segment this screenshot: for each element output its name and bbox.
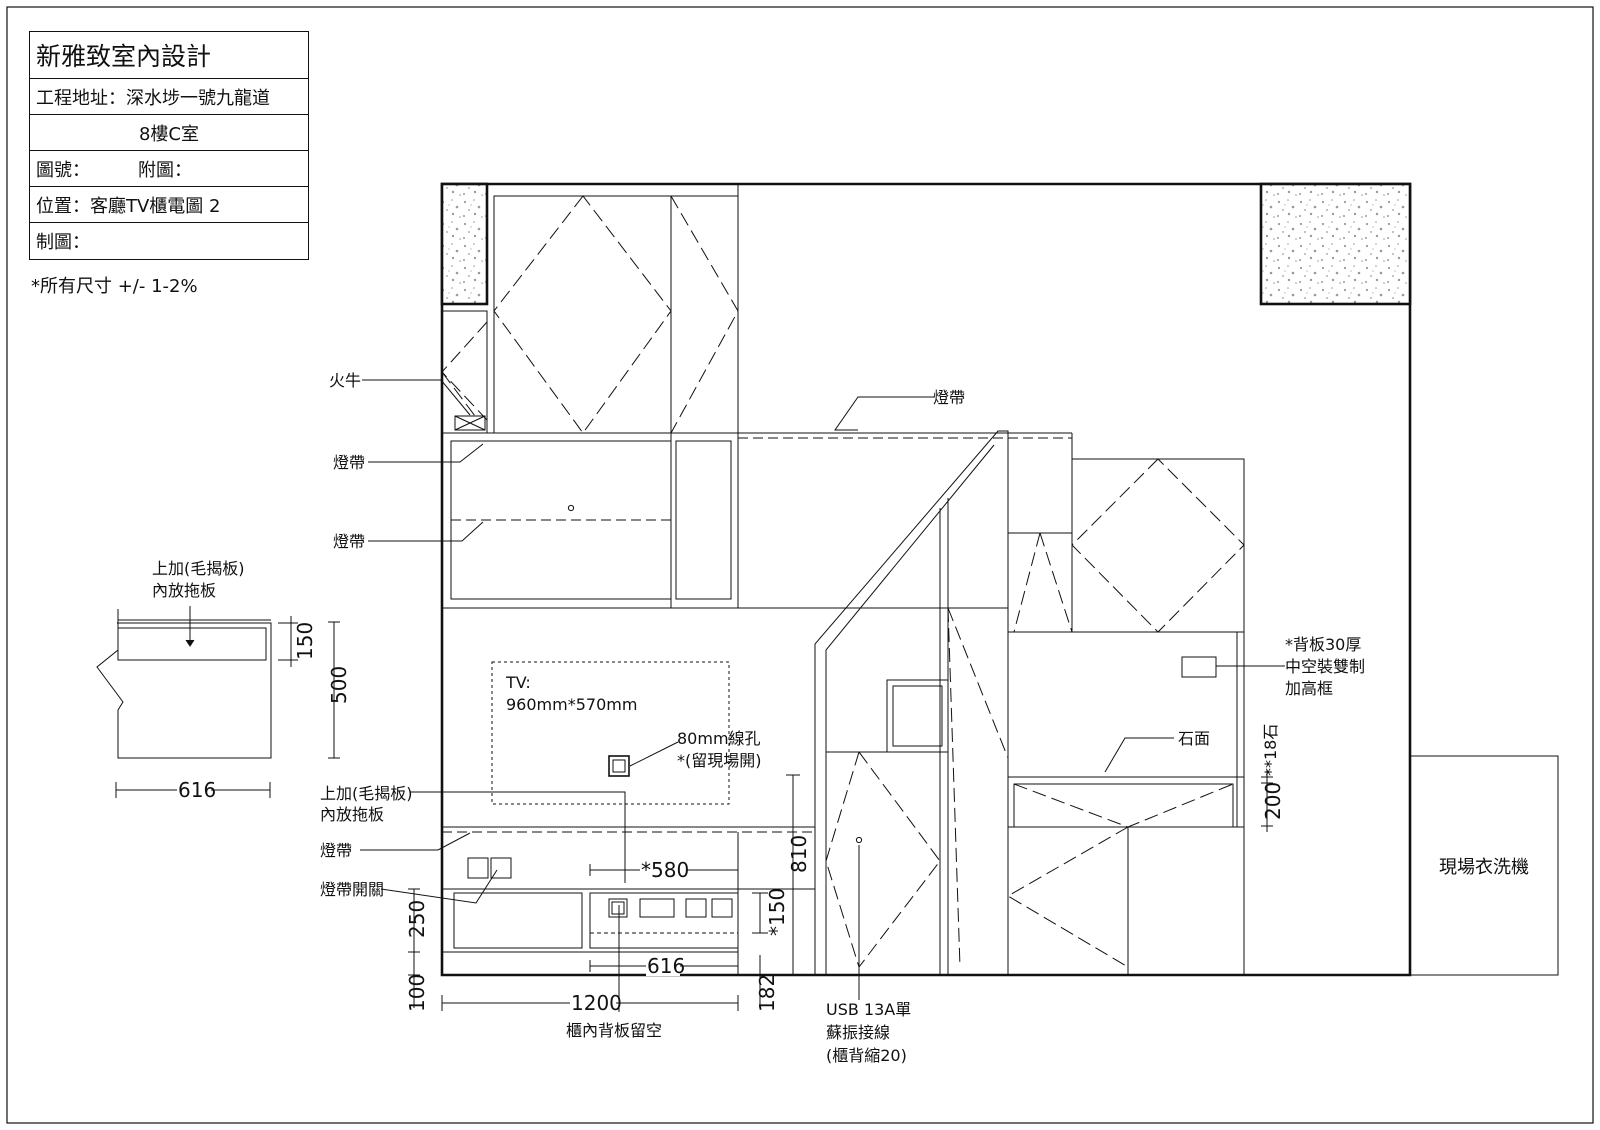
dim-150-star: *150	[765, 888, 789, 936]
project-unit: 8樓C室	[30, 115, 308, 151]
label-fire-bull: 火牛	[329, 371, 361, 390]
label-tv: TV:	[505, 673, 531, 692]
label-light-strip-4: 燈帶	[320, 841, 352, 860]
tv-cabinet	[442, 661, 815, 975]
label-backboard: *背板30厚	[1285, 635, 1361, 654]
label-light-strip-2: 燈帶	[333, 532, 365, 551]
label-cable-hole: 80mm線孔	[677, 729, 761, 748]
title-block: 新雅致室內設計 工程地址：深水埗一號九龍道 8樓C室 圖號： 附圖： 位置：客廳…	[29, 31, 309, 260]
dim-150: 150	[293, 622, 317, 660]
cable-hole	[608, 755, 630, 777]
label-usb-recess: (櫃背縮20)	[826, 1046, 907, 1065]
label-top-board-b: 上加(毛揭板)	[320, 784, 413, 803]
drawing-number-row: 圖號： 附圖：	[30, 151, 308, 187]
upper-cabinets	[441, 184, 739, 434]
tv-outline	[491, 661, 730, 805]
drawing-number-label: 圖號：	[36, 159, 90, 181]
label-stone-18: **18石	[1261, 724, 1280, 776]
label-light-strip-1: 燈帶	[333, 453, 365, 472]
middle-cabinets	[442, 432, 1072, 609]
socket-point	[567, 504, 575, 512]
usb-socket-point	[855, 836, 863, 844]
dim-182: 182	[755, 974, 779, 1012]
staircase	[814, 430, 1009, 975]
right-cabinets	[1007, 433, 1245, 975]
drafted-by: 制圖：	[36, 232, 90, 253]
washer-area	[1409, 755, 1559, 976]
project-address: 工程地址：深水埗一號九龍道	[30, 79, 308, 115]
label-washer: 現場衣洗機	[1439, 857, 1529, 878]
dim-500: 500	[327, 666, 351, 704]
label-backboard-3: 加高框	[1285, 679, 1333, 698]
tolerance-note: *所有尺寸 +/- 1-2%	[31, 276, 198, 297]
dim-616: 616	[647, 954, 685, 978]
label-usb-wiring: 蘇振接線	[826, 1023, 890, 1042]
drawing-location: 位置：客廳TV櫃電圖 2	[30, 187, 308, 223]
attached-drawing-label: 附圖：	[138, 159, 192, 181]
section-detail	[96, 606, 340, 798]
label-back-void: 櫃內背板留空	[566, 1021, 662, 1040]
dim-616-left: 616	[178, 778, 216, 802]
label-inner-strip-a: 內放拖板	[152, 581, 216, 600]
dim-810: 810	[787, 835, 811, 873]
stone-column-left	[440, 182, 489, 306]
label-stone: 石面	[1178, 729, 1210, 748]
dim-580: *580	[641, 858, 689, 882]
company-name: 新雅致室內設計	[30, 32, 308, 79]
label-tv-size: 960mm*570mm	[506, 695, 637, 714]
transformer-box	[454, 415, 486, 431]
label-inner-strip-b: 內放拖板	[320, 805, 384, 824]
label-backboard-2: 中空裝雙制	[1285, 657, 1365, 676]
dim-1200: 1200	[571, 991, 622, 1015]
sheet-border	[6, 6, 1594, 1124]
label-light-switch: 燈帶開關	[320, 880, 384, 899]
stone-column-right	[1259, 182, 1412, 306]
leader-lines	[360, 379, 1285, 1012]
label-light-strip-3: 燈帶	[933, 388, 965, 407]
label-cable-hole-note: *(留現場開)	[677, 751, 762, 770]
dim-200: 200	[1261, 782, 1285, 820]
switch-box	[1181, 656, 1217, 678]
dim-250: 250	[405, 900, 429, 938]
label-usb: USB 13A單	[826, 1000, 911, 1019]
dim-100: 100	[405, 974, 429, 1012]
label-top-board-a: 上加(毛揭板)	[152, 559, 245, 578]
